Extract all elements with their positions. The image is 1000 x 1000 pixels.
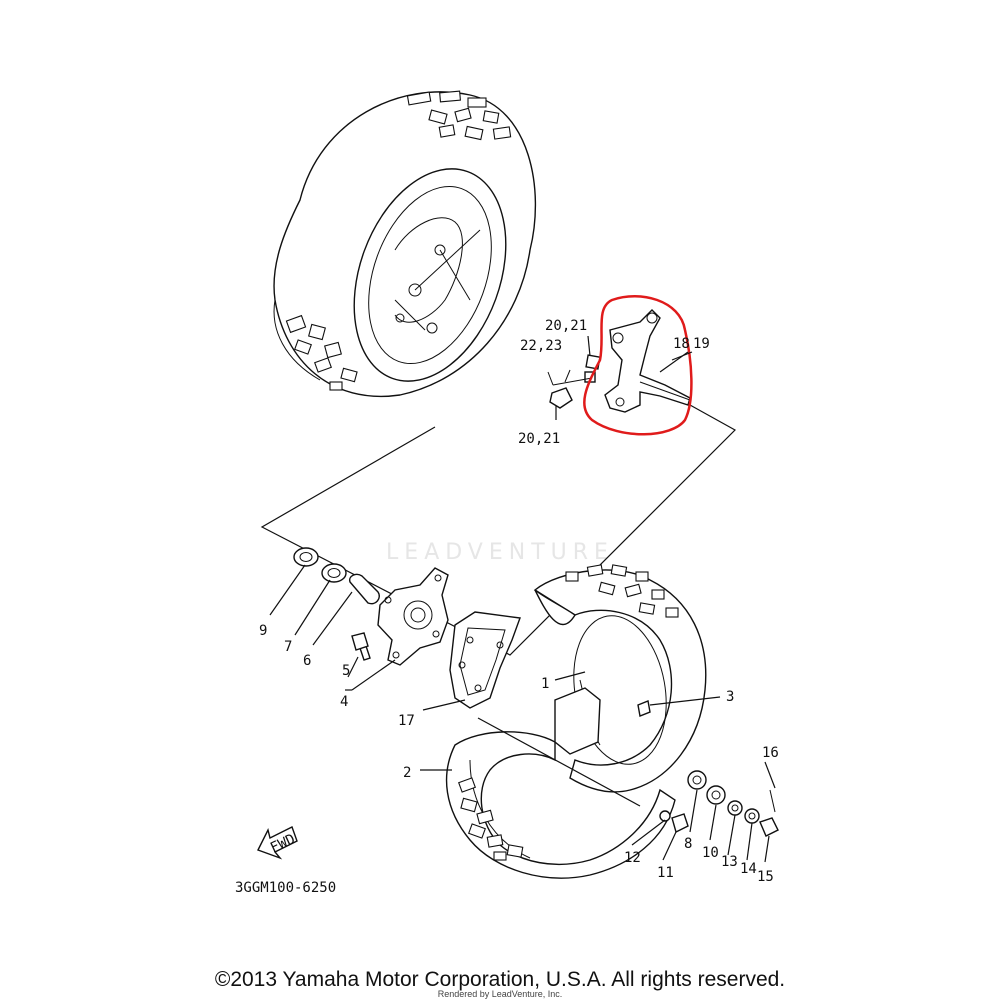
callout-17: 17 [398, 713, 415, 729]
callout-2: 2 [403, 765, 411, 781]
callout-1: 1 [541, 676, 549, 692]
callout-14: 14 [740, 861, 757, 877]
callout-22-23: 22,23 [520, 338, 562, 354]
callout-5: 5 [342, 663, 350, 679]
callout-3: 3 [726, 689, 734, 705]
callout-12: 12 [624, 850, 641, 866]
callout-15: 15 [757, 869, 774, 885]
upper-wheel [273, 90, 537, 398]
callout-10: 10 [702, 845, 719, 861]
wheel-hardware [659, 770, 779, 837]
small-hardware [547, 354, 601, 409]
highlight-circle [583, 295, 693, 436]
callout-6: 6 [303, 653, 311, 669]
fwd-arrow: FWD [257, 826, 298, 860]
hub-assembly [377, 567, 449, 666]
callout-7: 7 [284, 639, 292, 655]
oil-seal [293, 547, 319, 567]
leadventure-watermark: LEADVENTURE [386, 540, 614, 565]
callout-16: 16 [762, 745, 779, 761]
spacer [349, 573, 380, 605]
callout-18: 18 [673, 336, 690, 352]
callout-8: 8 [684, 836, 692, 852]
leader-lines [269, 335, 776, 863]
callout-4: 4 [340, 694, 348, 710]
stud [637, 700, 651, 717]
rim-center [554, 687, 601, 755]
callout-11: 11 [657, 865, 674, 881]
diagram-code: 3GGM100-6250 [235, 880, 336, 896]
callout-9: 9 [259, 623, 267, 639]
bearing [321, 563, 347, 583]
rim-half-inner [445, 731, 676, 879]
hub-bolt [351, 632, 371, 661]
callout-20-21-top: 20,21 [545, 318, 587, 334]
exploded-view-frame [260, 404, 736, 656]
copyright-notice: ©2013 Yamaha Motor Corporation, U.S.A. A… [214, 968, 786, 991]
callout-19: 19 [693, 336, 710, 352]
brake-plate [449, 611, 521, 709]
rim-half-outer [533, 564, 707, 793]
callout-20-21-bottom: 20,21 [518, 431, 560, 447]
renderer-credit: Rendered by LeadVenture, Inc. [437, 989, 563, 999]
steering-knuckle [604, 309, 691, 413]
callout-13: 13 [721, 854, 738, 870]
